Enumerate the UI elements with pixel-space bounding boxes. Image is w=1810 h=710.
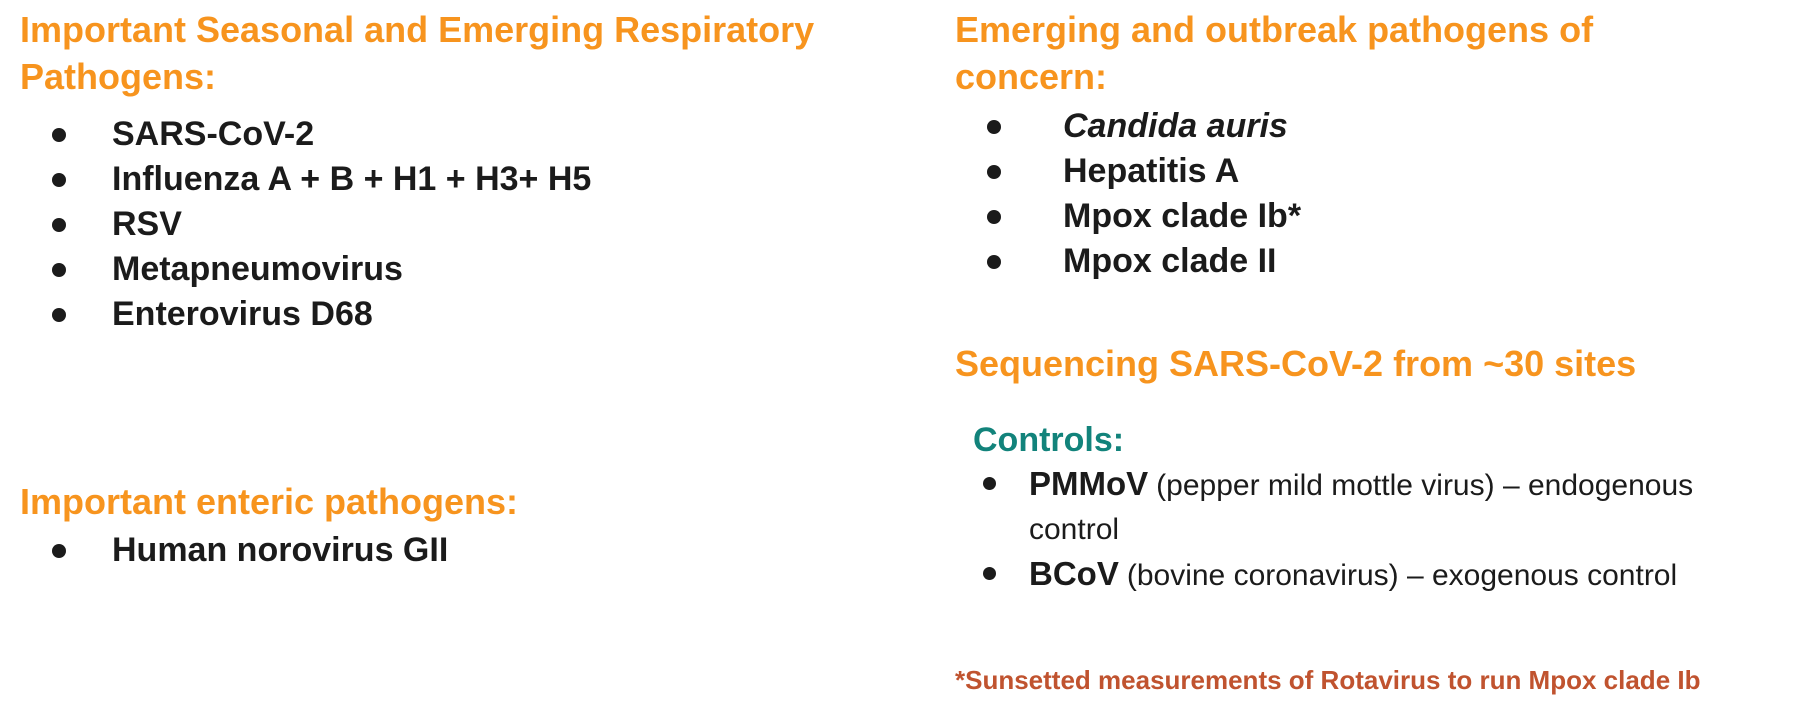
pathogen-label: Hepatitis A bbox=[1063, 152, 1240, 190]
pathogen-label: Mpox clade II bbox=[1063, 242, 1277, 280]
footnote-text: *Sunsetted measurements of Rotavirus to … bbox=[955, 665, 1701, 695]
sequencing-heading: Sequencing SARS-CoV-2 from ~30 sites bbox=[955, 343, 1637, 384]
pathogen-label: Enterovirus D68 bbox=[112, 295, 373, 333]
emerging-pathogen-list: Candida auris Hepatitis A Mpox clade Ib*… bbox=[955, 104, 1775, 284]
respiratory-pathogen-list: SARS-CoV-2 Influenza A + B + H1 + H3+ H5… bbox=[20, 112, 920, 337]
enteric-section-heading: Important enteric pathogens: bbox=[20, 481, 519, 522]
bullet-icon bbox=[987, 255, 1001, 269]
list-item: Metapneumovirus bbox=[20, 247, 920, 292]
list-item: RSV bbox=[20, 202, 920, 247]
control-description: (bovine coronavirus) – exogenous control bbox=[1126, 559, 1678, 592]
bullet-icon bbox=[52, 263, 66, 277]
list-item: Enterovirus D68 bbox=[20, 292, 920, 337]
pathogen-label: Candida auris bbox=[1063, 107, 1288, 145]
bullet-icon bbox=[52, 173, 66, 187]
bullet-icon bbox=[52, 218, 66, 232]
emerging-section-heading: Emerging and outbreak pathogens of conce… bbox=[955, 9, 1594, 97]
bullet-icon bbox=[52, 544, 66, 558]
list-item: Hepatitis A bbox=[955, 149, 1775, 194]
list-item: Mpox clade Ib* bbox=[955, 194, 1775, 239]
list-item: Influenza A + B + H1 + H3+ H5 bbox=[20, 157, 920, 202]
list-item: Human norovirus GII bbox=[20, 528, 920, 573]
controls-list: PMMoV(pepper mild mottle virus) – endoge… bbox=[973, 462, 1788, 598]
bullet-icon bbox=[987, 120, 1001, 134]
pathogen-label: Influenza A + B + H1 + H3+ H5 bbox=[112, 160, 592, 198]
bullet-icon bbox=[52, 128, 66, 142]
list-item: SARS-CoV-2 bbox=[20, 112, 920, 157]
bullet-icon bbox=[983, 567, 996, 580]
list-item: PMMoV(pepper mild mottle virus) – endoge… bbox=[973, 462, 1788, 552]
pathogen-label: Mpox clade Ib* bbox=[1063, 197, 1302, 235]
enteric-pathogen-list: Human norovirus GII bbox=[20, 528, 920, 573]
list-item: Candida auris bbox=[955, 104, 1775, 149]
control-abbr: PMMoV bbox=[1029, 465, 1149, 502]
pathogen-label: RSV bbox=[112, 205, 182, 243]
bullet-icon bbox=[52, 308, 66, 322]
bullet-icon bbox=[987, 165, 1001, 179]
control-abbr: BCoV bbox=[1029, 555, 1119, 592]
respiratory-section-heading: Important Seasonal and Emerging Respirat… bbox=[20, 9, 815, 97]
list-item: BCoV(bovine coronavirus) – exogenous con… bbox=[973, 552, 1788, 598]
pathogen-label: Metapneumovirus bbox=[112, 250, 403, 288]
pathogen-label: Human norovirus GII bbox=[112, 531, 449, 569]
bullet-icon bbox=[983, 477, 996, 490]
list-item: Mpox clade II bbox=[955, 239, 1775, 284]
bullet-icon bbox=[987, 210, 1001, 224]
controls-heading: Controls: bbox=[973, 421, 1125, 459]
control-description: (pepper mild mottle virus) – endogenous … bbox=[1029, 469, 1694, 546]
pathogen-label: SARS-CoV-2 bbox=[112, 115, 315, 153]
